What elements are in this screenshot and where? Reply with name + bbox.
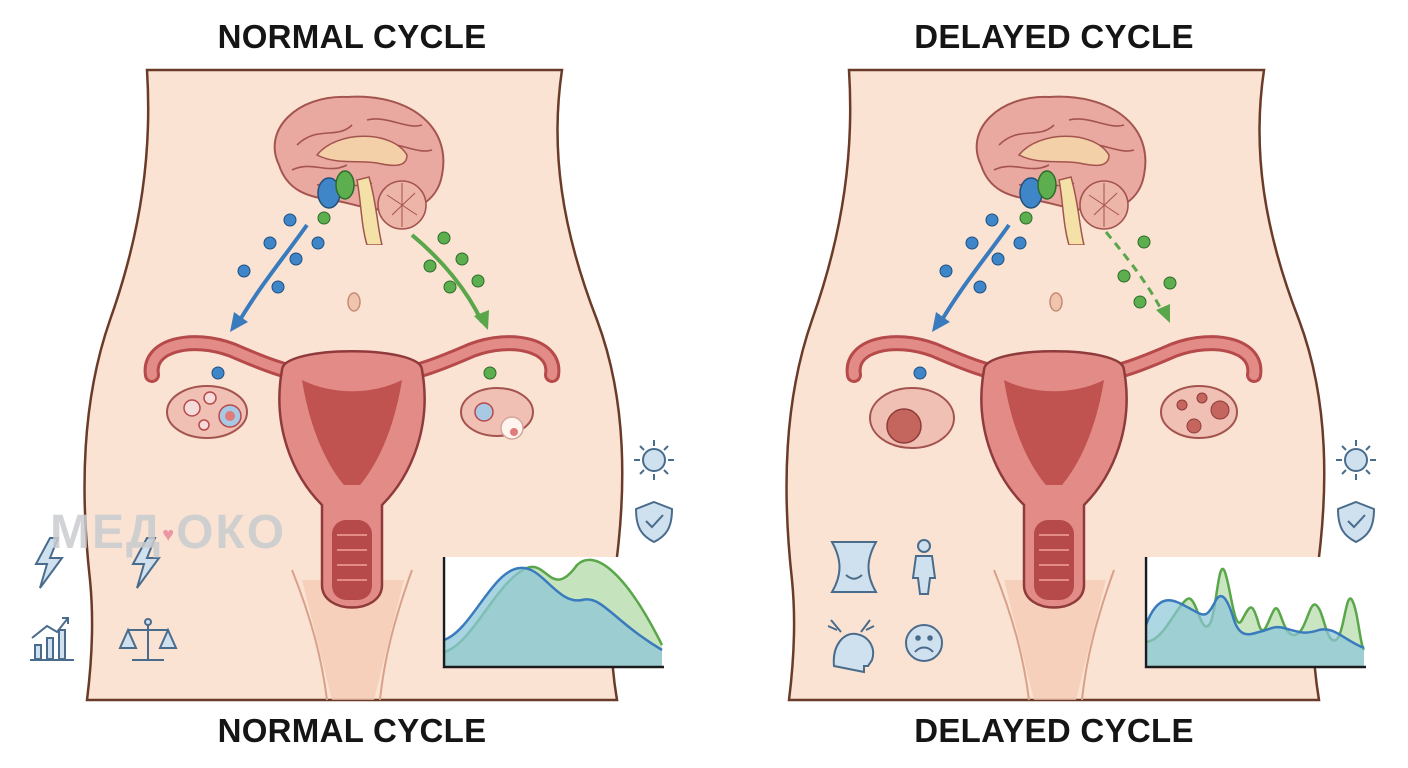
green-hormone-dots (317, 211, 497, 380)
right-ovary-cystic (1160, 385, 1238, 439)
lightning-icon (34, 537, 64, 589)
left-ovary (166, 385, 248, 439)
belly-icon (830, 541, 878, 593)
balance-scale-icon (118, 618, 178, 661)
normal-cycle-illustration (30, 68, 674, 702)
sad-face-icon (905, 624, 943, 662)
sun-icon (634, 440, 674, 480)
right-ovary (460, 387, 534, 440)
person-icon (911, 539, 937, 595)
normal-cycle-title-top: NORMAL CYCLE (217, 18, 487, 55)
left-ovary-enlarged (869, 387, 955, 449)
irregular-hormone-chart (1144, 557, 1366, 669)
headache-icon (827, 619, 875, 674)
sun-icon (1336, 440, 1376, 480)
delayed-cycle-title-bottom: DELAYED CYCLE (914, 712, 1194, 749)
delayed-cycle-title-top: DELAYED CYCLE (914, 18, 1194, 55)
blue-hormone-dots (211, 213, 325, 380)
delayed-cycle-illustration (785, 68, 1376, 702)
shield-check-icon (634, 500, 674, 544)
normal-cycle-title-bottom: NORMAL CYCLE (217, 712, 487, 749)
shield-check-icon (1336, 500, 1376, 544)
lightning-icon (131, 537, 161, 589)
growth-chart-icon (30, 617, 74, 661)
hormone-level-chart (442, 557, 664, 669)
green-hormone-dots (1019, 211, 1177, 309)
blue-hormone-dots (913, 213, 1027, 380)
watermark-logo: МЕД♥ОКО (50, 506, 287, 559)
